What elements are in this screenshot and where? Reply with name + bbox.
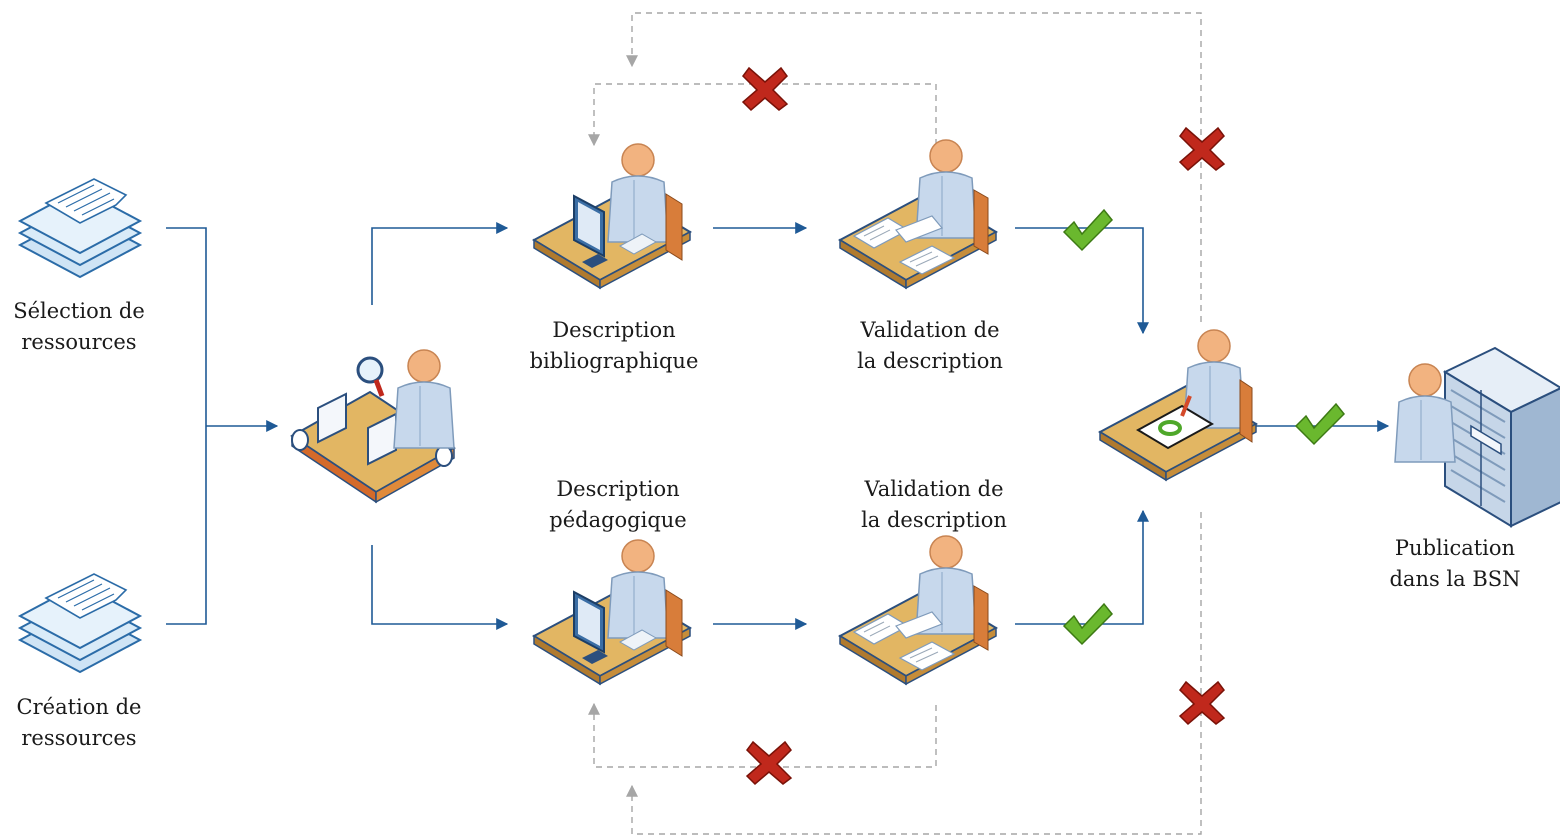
cross-icon [1179,681,1225,725]
reject-loop-top-outer [626,12,1202,322]
document-stack-icon [19,573,141,673]
label-line: la description [861,508,1007,532]
label-line: Description [552,318,676,342]
label-line: ressources [21,726,137,750]
label-line: Validation de [864,477,1004,501]
computer-worker-icon [534,540,690,684]
label-description-pedagogique: Description pédagogique [549,474,686,536]
cross-icon [746,741,792,785]
cross-icon [742,67,788,111]
arrow-to-desc-biblio [371,222,509,305]
label-description-bibliographique: Description bibliographique [530,315,699,377]
label-line: la description [857,349,1003,373]
reviewer-desk-icon [840,140,996,288]
label-line: ressources [21,330,137,354]
label-line: bibliographique [529,349,699,373]
label-selection-ressources: Sélection de ressources [13,296,145,358]
label-validation-bottom: Validation de la description [861,474,1007,536]
label-line: pédagogique [549,508,687,532]
reject-loop-bottom-outer [626,512,1202,835]
label-line: Description [556,477,680,501]
connector-selection-merge [166,227,207,625]
label-line: Sélection de [13,299,145,323]
reject-connectors [588,12,1202,835]
server-rack-icon [1394,346,1560,528]
label-line: Publication [1394,536,1516,560]
label-line: dans la BSN [1389,567,1521,591]
reviewer-desk-icon [840,536,996,684]
checkmark-icon [1063,209,1113,251]
computer-worker-icon [534,144,690,288]
arrow-to-desc-peda [371,545,509,630]
document-stack-icon [19,178,141,278]
checkmark-icon [1295,403,1345,445]
label-line: Validation de [860,318,1000,342]
label-validation-top: Validation de la description [857,315,1003,377]
arrow-valid-top-to-approver [1015,227,1149,335]
label-creation-ressources: Création de ressources [17,692,142,754]
conveyor-sorting-icon [290,349,456,504]
label-publication-bsn: Publication dans la BSN [1389,533,1520,595]
label-line: Création de [16,695,142,719]
cross-icon [1179,127,1225,171]
arrow-valid-bottom-to-approver [1015,509,1149,625]
approver-signing-icon [1100,330,1256,480]
